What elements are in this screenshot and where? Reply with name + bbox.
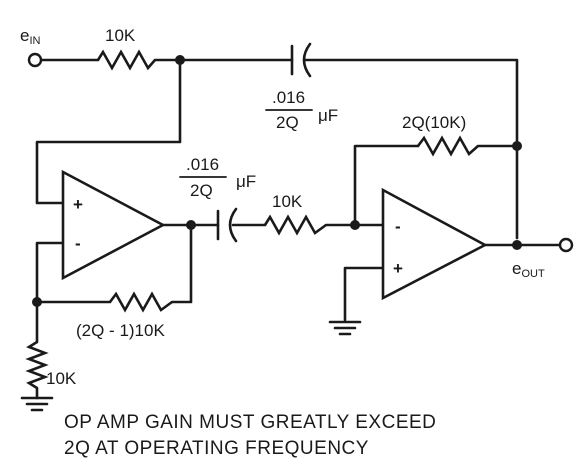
output-terminal [558,237,574,253]
amp1-feedback-resistor-label: (2Q - 1)10K [76,321,165,340]
junction-dot [32,297,42,307]
output-label: eOUT [512,259,545,280]
feedback-capacitor [290,42,312,78]
amp1-feedback-resistor [108,291,173,313]
ground-symbol [328,320,362,336]
svg-text:2Q: 2Q [190,181,213,200]
note-line-1: OP AMP GAIN MUST GREATLY EXCEED [64,412,436,433]
ground-resistor [25,340,49,390]
svg-text:μF: μF [236,172,256,191]
op-amp-2 [381,187,488,301]
svg-text:.016: .016 [272,88,305,107]
input-label: eIN [20,26,41,47]
amp1-plus-sign: + [73,195,83,214]
junction-dot [512,141,522,151]
amp2-minus-sign: - [395,217,401,236]
input-resistor [96,49,156,71]
amp2-plus-sign: + [393,259,403,278]
note-line-2: 2Q AT OPERATING FREQUENCY [64,438,369,459]
junction-dot [186,220,196,230]
wires [35,58,566,400]
coupling-capacitor-label: .016 2Q μF [179,155,256,200]
ground-symbol [20,396,54,412]
input-resistor-label: 10K [105,26,136,45]
junction-dot [175,55,185,65]
feedback-capacitor-label: .016 2Q μF [265,88,338,132]
input-terminal [27,52,43,68]
coupling-capacitor [216,207,238,243]
op-amp-1 [61,169,166,281]
junction-dot [512,240,522,250]
coupling-resistor-label: 10K [272,192,303,211]
svg-text:.016: .016 [186,155,219,174]
coupling-resistor [263,214,327,236]
ground-resistor-label: 10K [46,369,77,388]
svg-text:μF: μF [318,106,338,125]
output-feedback-resistor-label: 2Q(10K) [402,113,466,132]
output-feedback-resistor [416,135,479,157]
amp1-minus-sign: - [75,234,81,253]
svg-text:2Q: 2Q [276,113,299,132]
junction-dot [350,220,360,230]
